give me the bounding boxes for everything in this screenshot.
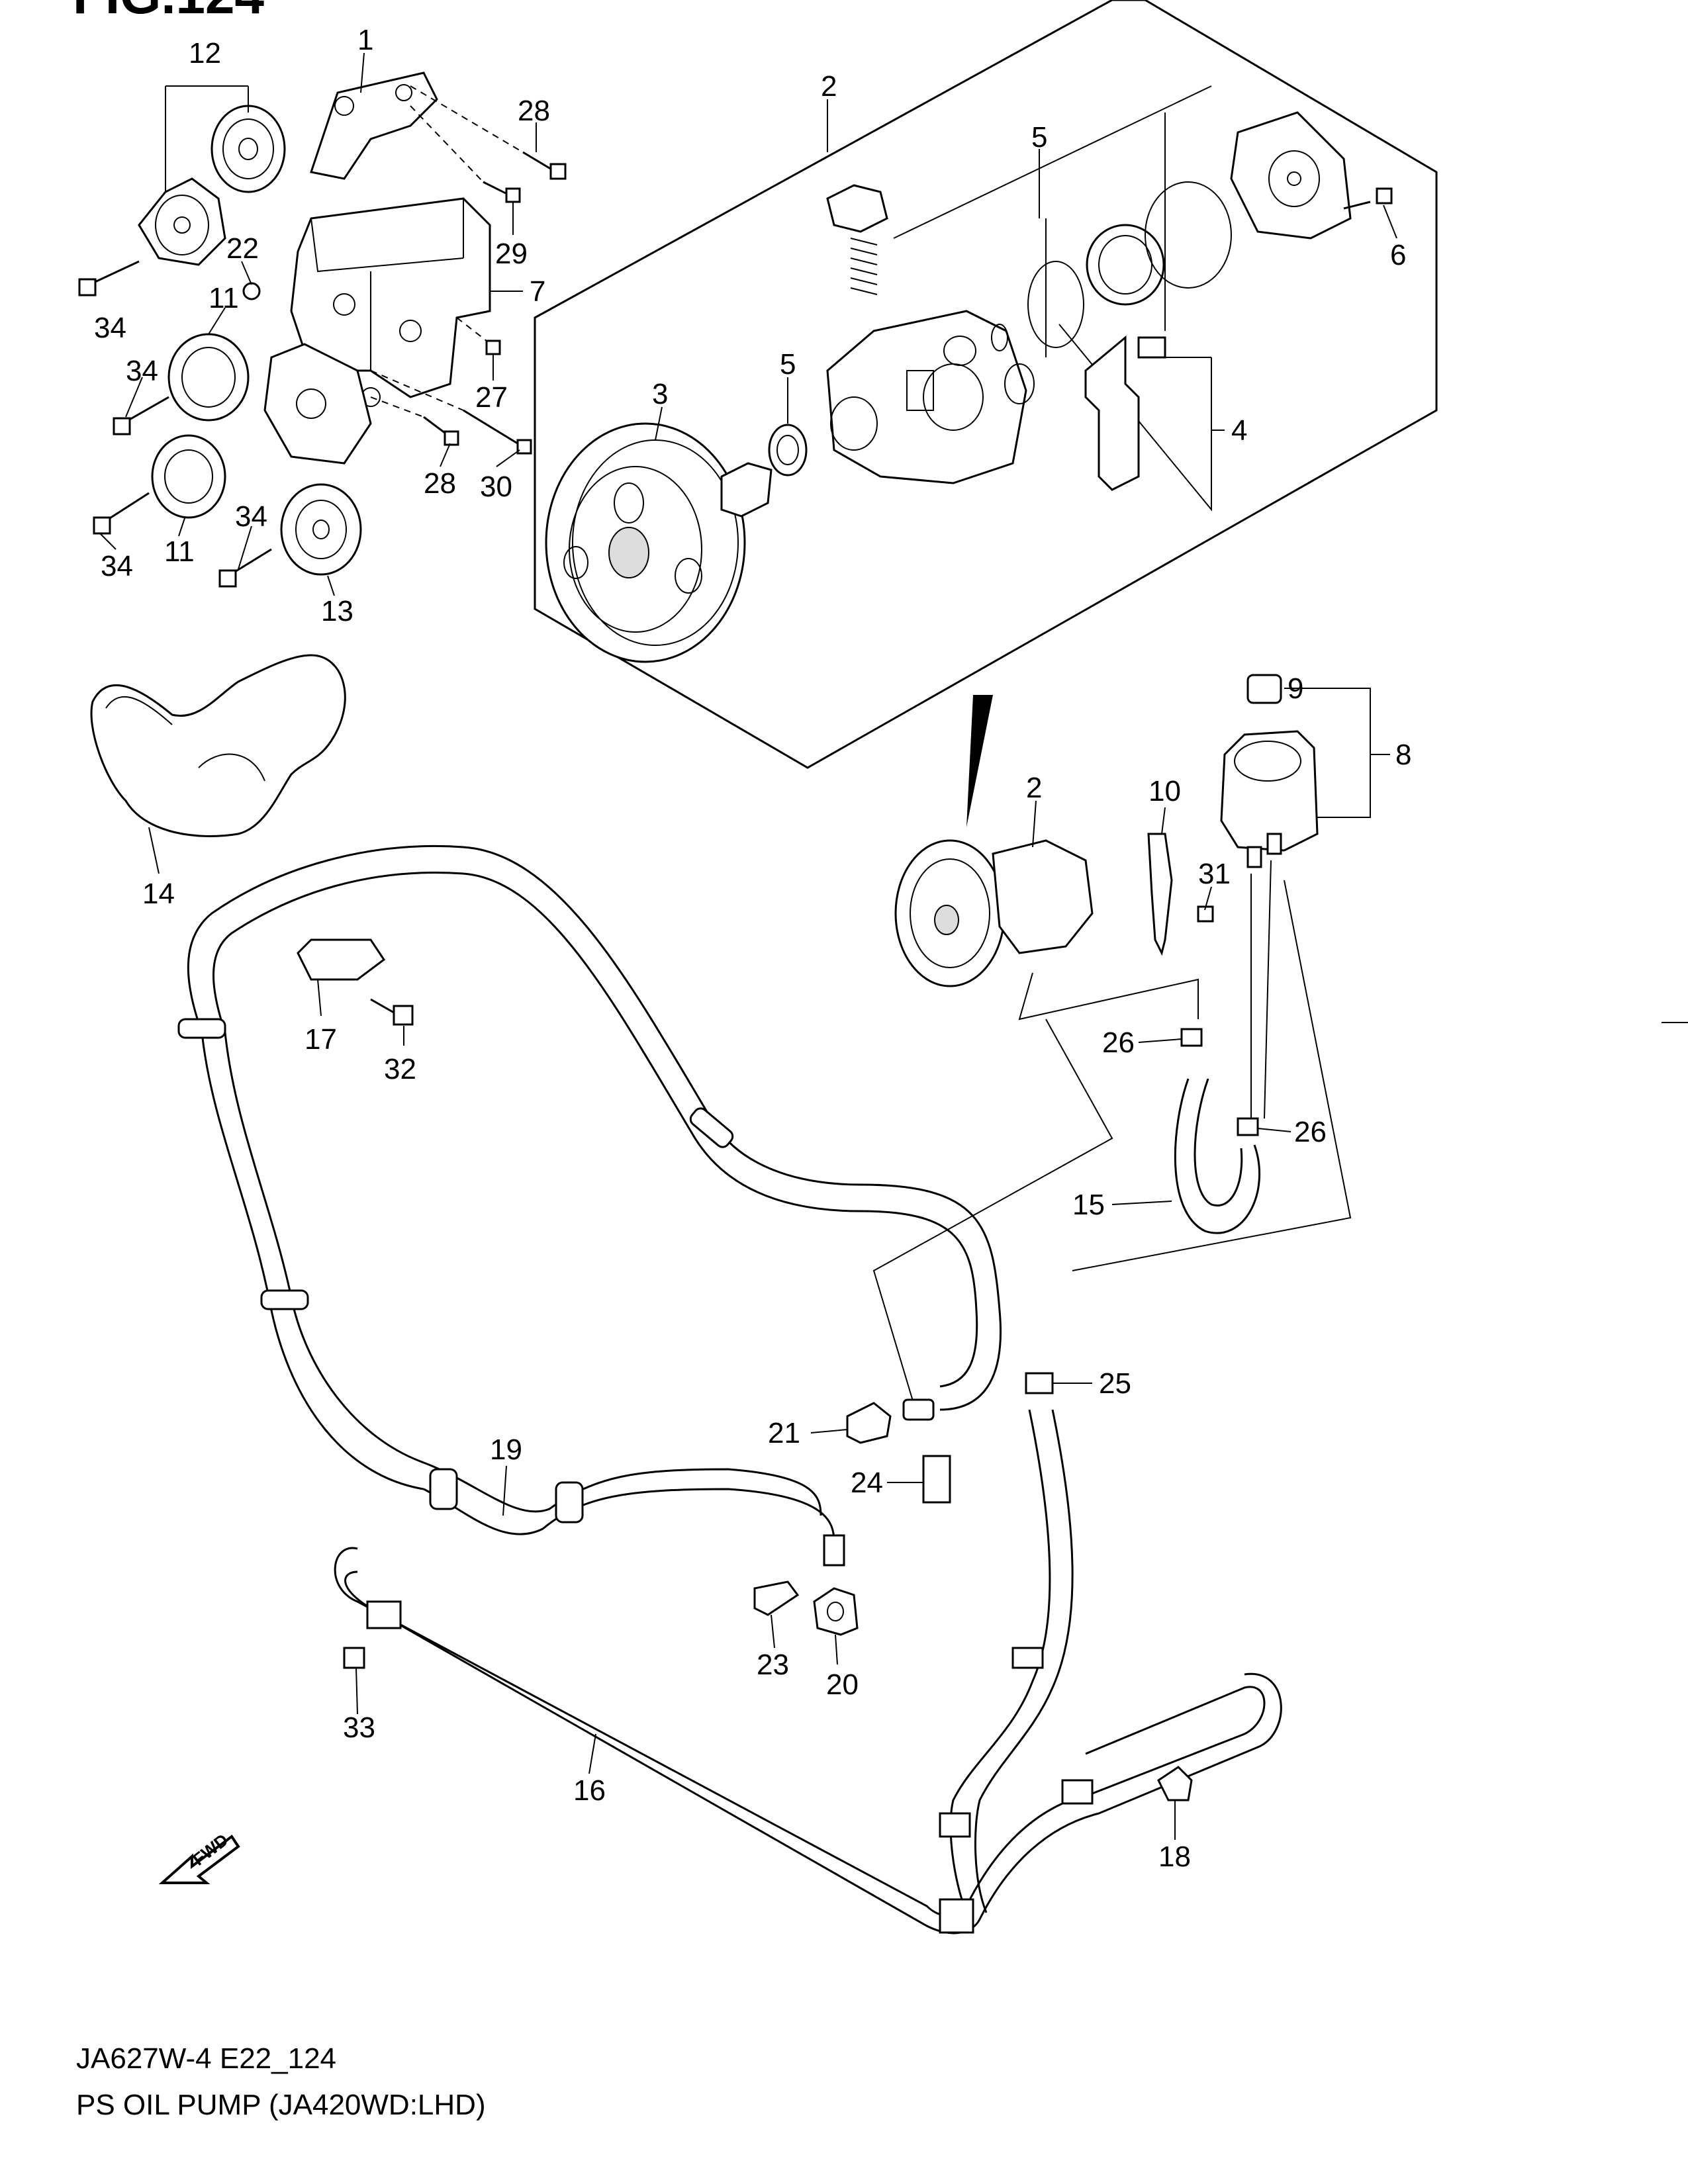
callout-13: 13 — [321, 595, 353, 627]
o-ring-a — [991, 324, 1008, 351]
diagram-caption: PS OIL PUMP (JA420WD:LHD) — [76, 2089, 486, 2121]
callout-34-a: 34 — [94, 312, 126, 344]
bracket-assembly-group — [263, 71, 491, 465]
big-o-ring — [1145, 181, 1232, 289]
part-5-oil-seal-a[interactable] — [768, 424, 808, 477]
part-26-clamp-a[interactable] — [1180, 1028, 1203, 1047]
callout-5-b: 5 — [780, 348, 796, 381]
part-10-bracket[interactable] — [1147, 833, 1173, 956]
callout-29: 29 — [495, 238, 528, 270]
pump-exploded-box — [534, 0, 1438, 769]
part-8-reservoir[interactable] — [1220, 730, 1319, 868]
callout-30: 30 — [480, 471, 512, 503]
callout-2-a: 2 — [821, 70, 837, 103]
tensioner-body[interactable] — [263, 343, 372, 465]
part-6-bolt[interactable] — [1376, 187, 1393, 205]
part-11-idler-lower[interactable] — [151, 434, 226, 519]
callout-9: 9 — [1288, 672, 1303, 705]
o-ring-c — [1027, 261, 1084, 348]
part-19-pressure-pipe[interactable] — [423, 1488, 835, 1543]
o-ring-b — [1004, 363, 1035, 404]
part-2-pump-assembly[interactable] — [894, 839, 1094, 987]
callout-3: 3 — [652, 378, 668, 410]
callout-2-b: 2 — [1026, 772, 1042, 804]
callout-5-a: 5 — [1031, 121, 1047, 154]
callout-11-a: 11 — [209, 282, 239, 314]
callout-8: 8 — [1395, 739, 1411, 771]
callout-33: 33 — [343, 1711, 375, 1744]
diagram-code: JA627W-4 E22_124 — [76, 2042, 336, 2075]
callout-7: 7 — [530, 275, 545, 308]
part-25-clamp[interactable] — [1025, 1372, 1054, 1394]
pump-body[interactable] — [826, 310, 1027, 484]
part-23-union-bolt[interactable] — [753, 1580, 800, 1616]
callout-34-d: 34 — [101, 550, 133, 582]
callout-6: 6 — [1390, 239, 1406, 271]
part-4-suction-fitting[interactable] — [1084, 335, 1166, 491]
callout-20: 20 — [826, 1668, 859, 1701]
callout-4: 4 — [1231, 414, 1247, 447]
part-3-pump-pulley[interactable] — [545, 422, 773, 663]
assembly-pointer-arrow — [966, 695, 993, 827]
part-33-bolt[interactable] — [343, 1647, 365, 1669]
callout-28-b: 28 — [424, 467, 456, 500]
callout-32: 32 — [384, 1053, 416, 1085]
callout-34-c: 34 — [235, 500, 267, 533]
callout-21: 21 — [768, 1417, 800, 1449]
part-26-clamp-b[interactable] — [1237, 1117, 1259, 1136]
callout-1: 1 — [357, 24, 373, 56]
part-30-bolt[interactable] — [463, 409, 524, 448]
part-18-clamp[interactable] — [1157, 1766, 1193, 1801]
callout-26-b: 26 — [1294, 1116, 1327, 1148]
part-17-clip[interactable] — [297, 938, 386, 981]
callout-23: 23 — [757, 1649, 789, 1681]
part-34-bolt-a[interactable] — [89, 260, 140, 286]
return-hose-lower[interactable] — [949, 1409, 1051, 1913]
callout-25: 25 — [1099, 1367, 1131, 1400]
part-12-pulley-assembly[interactable] — [138, 105, 286, 266]
part-9-reservoir-cap[interactable] — [1246, 674, 1282, 704]
leader-lines — [99, 52, 1397, 1840]
pump-spring — [850, 238, 878, 295]
part-6-pump-cover[interactable] — [1230, 111, 1352, 240]
part-20-gasket[interactable] — [813, 1587, 859, 1636]
part-21-gasket[interactable] — [846, 1402, 892, 1444]
part-29-bolt[interactable] — [483, 181, 510, 197]
callout-15: 15 — [1072, 1189, 1105, 1221]
callout-12: 12 — [189, 37, 221, 69]
callout-18: 18 — [1158, 1841, 1191, 1873]
callout-26-a: 26 — [1102, 1026, 1135, 1059]
callout-22: 22 — [226, 232, 259, 265]
part-16-cooler-pipe[interactable] — [334, 1547, 1266, 1917]
figure-title: FIG.124 — [73, 0, 265, 24]
part-27-bolt[interactable] — [485, 340, 501, 355]
part-1-bracket[interactable] — [310, 71, 438, 180]
callout-labels: 12 1 28 2 5 6 29 7 22 11 34 27 3 5 4 34 … — [94, 24, 1411, 1873]
callout-31: 31 — [1198, 858, 1231, 890]
callout-28-a: 28 — [518, 95, 550, 127]
fwd-arrow-icon: FWD — [158, 1830, 240, 1884]
pressure-hose-assembly — [177, 844, 1002, 1490]
callout-34-b: 34 — [126, 355, 158, 387]
callout-19: 19 — [490, 1433, 522, 1466]
callout-16: 16 — [573, 1774, 606, 1807]
callout-11-b: 11 — [164, 535, 195, 568]
part-15-return-hose[interactable] — [1174, 1078, 1261, 1234]
callout-10: 10 — [1149, 775, 1181, 807]
part-22-nut[interactable] — [242, 282, 261, 300]
callout-27: 27 — [475, 381, 508, 414]
part-24-union-bolt[interactable] — [922, 1455, 951, 1504]
callout-17: 17 — [305, 1023, 337, 1056]
pump-cap[interactable] — [826, 184, 888, 233]
part-14-drive-belt[interactable] — [90, 654, 346, 837]
part-13-idler[interactable] — [280, 483, 362, 576]
high-pressure-hose-outer[interactable] — [187, 844, 1002, 1411]
callout-14: 14 — [142, 878, 175, 910]
callout-24: 24 — [851, 1467, 883, 1499]
part-32-bolt[interactable] — [393, 1005, 414, 1026]
